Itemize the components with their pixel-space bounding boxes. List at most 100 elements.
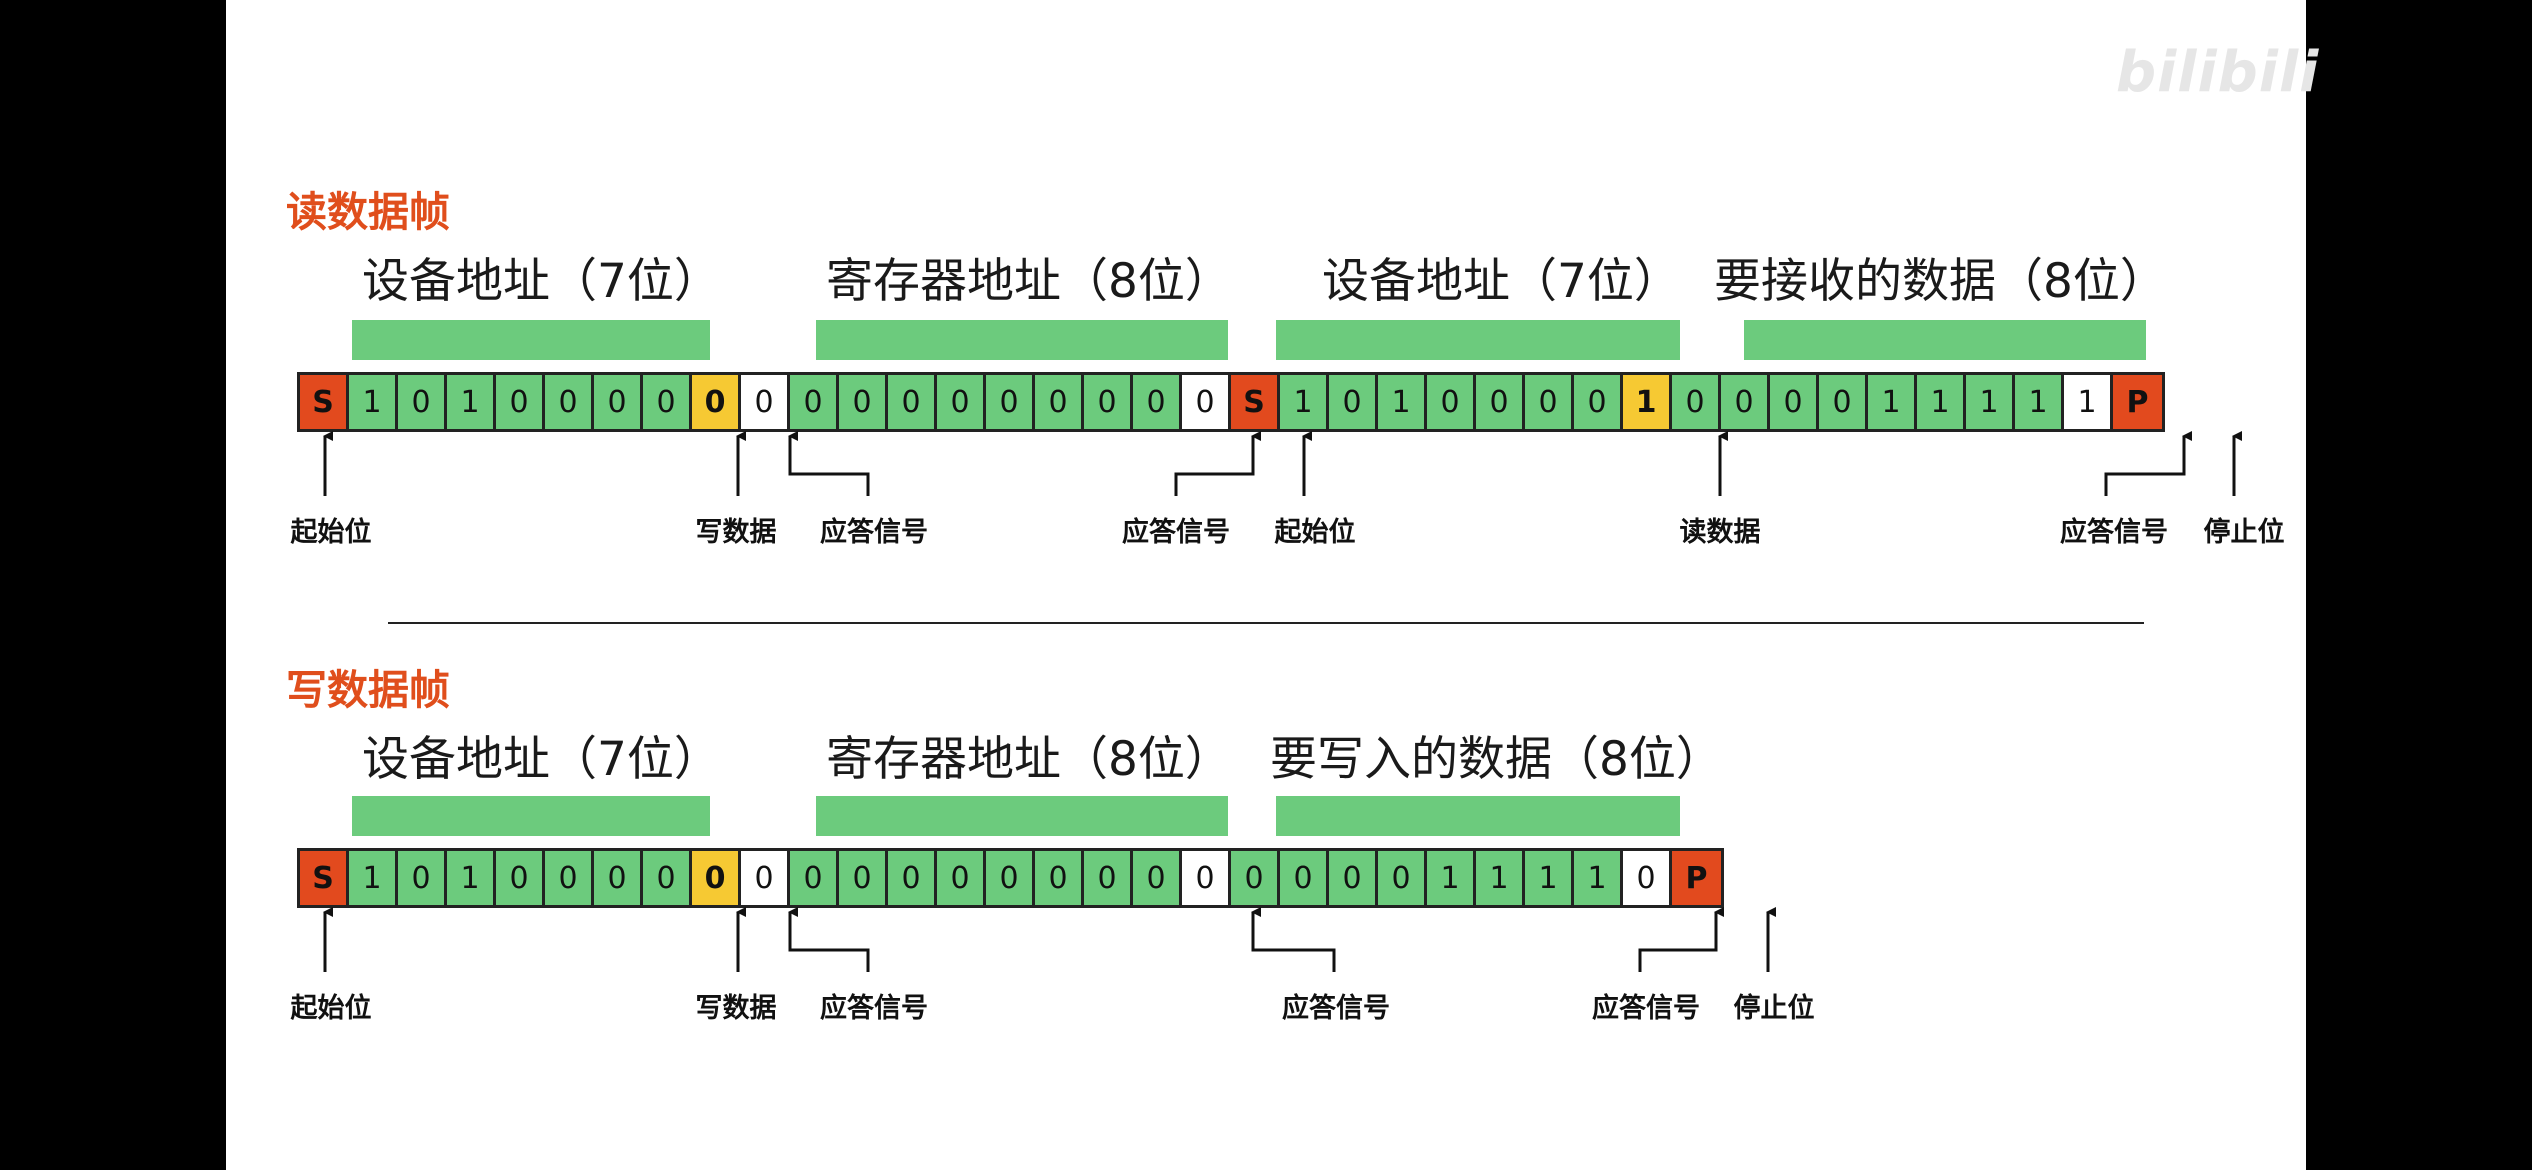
read-annotation: 停止位	[2203, 517, 2285, 548]
data-bit-cell: 0	[1574, 375, 1623, 429]
write-field-bar	[352, 796, 710, 836]
data-bit-cell: 0	[1084, 375, 1133, 429]
rw-bit-cell: 1	[1623, 375, 1672, 429]
read-field-label: 要接收的数据（8位）	[1714, 254, 2167, 309]
read-annotation: 应答信号	[2060, 517, 2168, 548]
write-annotation: 应答信号	[820, 993, 928, 1024]
data-bit-cell: 1	[447, 851, 496, 905]
data-bit-cell: 0	[545, 375, 594, 429]
write-field-label: 设备地址（7位）	[362, 732, 721, 787]
data-bit-cell: 1	[1525, 851, 1574, 905]
data-bit-cell: 0	[986, 375, 1035, 429]
ack-bit-cell: 0	[741, 851, 790, 905]
data-bit-cell: 0	[1035, 375, 1084, 429]
data-bit-cell: 0	[1133, 375, 1182, 429]
start-bit-cell: S	[300, 851, 349, 905]
read-annotation: 写数据	[695, 517, 777, 548]
data-bit-cell: 1	[2015, 375, 2064, 429]
write-field-label: 寄存器地址（8位）	[826, 732, 1232, 787]
data-bit-cell: 1	[1868, 375, 1917, 429]
data-bit-cell: 0	[1329, 851, 1378, 905]
read-field-bar	[352, 320, 710, 360]
read-field-bar	[1744, 320, 2146, 360]
data-bit-cell: 1	[447, 375, 496, 429]
data-bit-cell: 0	[643, 851, 692, 905]
data-bit-cell: 1	[1280, 375, 1329, 429]
start-bit-cell: S	[1231, 375, 1280, 429]
read-field-label: 设备地址（7位）	[1322, 254, 1681, 309]
data-bit-cell: 0	[888, 375, 937, 429]
read-annotation: 应答信号	[820, 517, 928, 548]
data-bit-cell: 0	[496, 851, 545, 905]
stop-bit-cell: P	[2113, 375, 2162, 429]
data-bit-cell: 0	[790, 851, 839, 905]
bilibili-watermark: bilibili	[2116, 40, 2320, 105]
data-bit-cell: 0	[839, 851, 888, 905]
data-bit-cell: 0	[643, 375, 692, 429]
data-bit-cell: 0	[1770, 375, 1819, 429]
data-bit-cell: 0	[1035, 851, 1084, 905]
data-bit-cell: 0	[545, 851, 594, 905]
rw-bit-cell: 0	[692, 851, 741, 905]
data-bit-cell: 1	[1917, 375, 1966, 429]
read-field-label: 寄存器地址（8位）	[826, 254, 1232, 309]
read-frame-title: 读数据帧	[286, 188, 450, 236]
data-bit-cell: 1	[1378, 375, 1427, 429]
write-field-bar	[1276, 796, 1680, 836]
data-bit-cell: 0	[1231, 851, 1280, 905]
data-bit-cell: 0	[1672, 375, 1721, 429]
read-annotation: 起始位	[1274, 517, 1356, 548]
data-bit-cell: 0	[888, 851, 937, 905]
ack-bit-cell: 0	[1182, 851, 1231, 905]
data-bit-cell: 0	[1329, 375, 1378, 429]
read-annotation: 应答信号	[1122, 517, 1230, 548]
data-bit-cell: 0	[839, 375, 888, 429]
rw-bit-cell: 0	[692, 375, 741, 429]
ack-bit-cell: 0	[741, 375, 790, 429]
section-divider	[388, 622, 2144, 624]
data-bit-cell: 0	[790, 375, 839, 429]
data-bit-cell: 0	[594, 375, 643, 429]
data-bit-cell: 1	[1476, 851, 1525, 905]
data-bit-cell: 0	[398, 851, 447, 905]
ack-bit-cell: 0	[1623, 851, 1672, 905]
data-bit-cell: 0	[1819, 375, 1868, 429]
data-bit-cell: 0	[937, 851, 986, 905]
data-bit-cell: 0	[594, 851, 643, 905]
data-bit-cell: 0	[1427, 375, 1476, 429]
data-bit-cell: 0	[1084, 851, 1133, 905]
data-bit-cell: 0	[496, 375, 545, 429]
data-bit-cell: 0	[1721, 375, 1770, 429]
data-bit-cell: 0	[1280, 851, 1329, 905]
data-bit-cell: 1	[1427, 851, 1476, 905]
data-bit-cell: 0	[1133, 851, 1182, 905]
read-field-label: 设备地址（7位）	[362, 254, 721, 309]
data-bit-cell: 1	[1574, 851, 1623, 905]
ack-bit-cell: 1	[2064, 375, 2113, 429]
data-bit-cell: 1	[349, 375, 398, 429]
write-annotation: 应答信号	[1592, 993, 1700, 1024]
write-annotation: 应答信号	[1282, 993, 1390, 1024]
data-bit-cell: 0	[986, 851, 1035, 905]
ack-bit-cell: 0	[1182, 375, 1231, 429]
slide-panel: bilibili	[226, 0, 2318, 1170]
write-field-label: 要写入的数据（8位）	[1270, 732, 1723, 787]
write-annotation: 起始位	[290, 993, 372, 1024]
data-bit-cell: 0	[1525, 375, 1574, 429]
data-bit-cell: 0	[937, 375, 986, 429]
read-field-bar	[1276, 320, 1680, 360]
data-bit-cell: 0	[1476, 375, 1525, 429]
write-annotation: 停止位	[1733, 993, 1815, 1024]
data-bit-cell: 1	[1966, 375, 2015, 429]
write-frame-title: 写数据帧	[286, 666, 450, 714]
read-annotation: 读数据	[1679, 517, 1761, 548]
start-bit-cell: S	[300, 375, 349, 429]
read-field-bar	[816, 320, 1228, 360]
data-bit-cell: 0	[1378, 851, 1427, 905]
write-field-bar	[816, 796, 1228, 836]
read-annotation: 起始位	[290, 517, 372, 548]
data-bit-cell: 0	[398, 375, 447, 429]
